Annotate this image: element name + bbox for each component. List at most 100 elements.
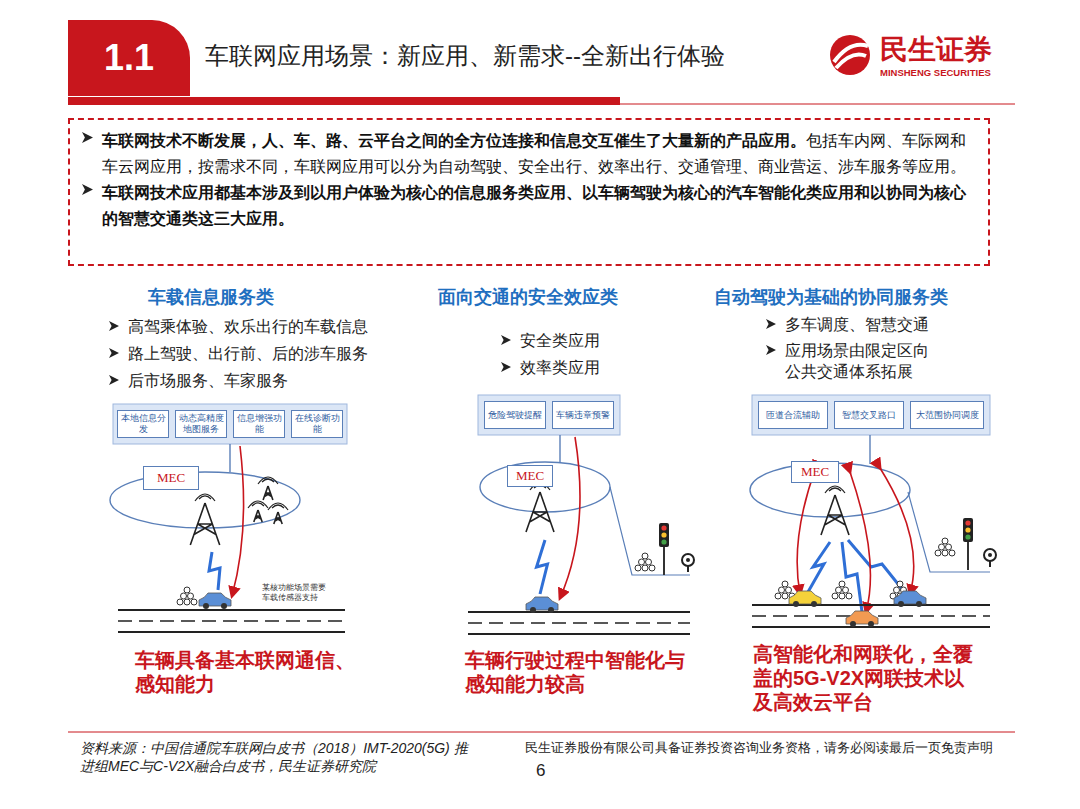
wheel — [916, 601, 922, 607]
wheel — [868, 621, 874, 627]
text-label: 车辆行驶过程中智能化与 感知能力较高 — [465, 648, 697, 696]
section-number: 1.1 — [104, 37, 154, 79]
sensor-node — [646, 559, 652, 565]
label-text: 后市场服务、车家服务 — [128, 372, 288, 389]
sensor-node — [897, 581, 903, 587]
bullet-item: 应用场景由限定区向 公共交通体系拓展 — [785, 341, 945, 383]
service-panel — [113, 404, 347, 444]
box-text: 在线诊断功能 — [294, 413, 340, 435]
tower — [254, 510, 262, 522]
box-text: MEC — [157, 470, 185, 486]
service-panel — [478, 395, 620, 435]
header-bar — [68, 97, 620, 105]
signal-arcs — [248, 501, 268, 508]
wheel — [898, 601, 904, 607]
wireless-link — [537, 540, 548, 594]
sensor-node — [942, 538, 948, 544]
sensor-node — [642, 553, 648, 559]
box-text: 大范围协同调度 — [916, 410, 979, 421]
summary-box: 车联网技术不断发展，人、车、路、云平台之间的全方位连接和信息交互催生了大量新的产… — [68, 118, 990, 266]
label-text: 安全类应用 — [520, 332, 600, 349]
label-text: 车辆具备基本联网通信、 感知能力 — [135, 649, 355, 695]
wheel — [850, 621, 856, 627]
label-text: 民生证券股份有限公司具备证券投资咨询业务资格，请务必阅读最后一页免责声明 — [525, 741, 993, 755]
box-text: 本地信息分发 — [120, 413, 166, 435]
bullet-shape — [82, 184, 93, 195]
sensor-node — [782, 581, 788, 587]
lamp — [965, 520, 970, 525]
bold-text: 车联网技术应用都基本涉及到以用户体验为核心的信息服务类应用、以车辆驾驶为核心的汽… — [102, 184, 966, 227]
label-text: 6 — [536, 761, 545, 780]
text-label: 民生证券 — [880, 32, 1030, 68]
bullet-item: 路上驾驶、出行前、后的涉车服务 — [128, 344, 428, 365]
lane-line — [118, 620, 345, 622]
label-text: 多车调度、智慧交通 — [785, 316, 929, 333]
road-edge — [468, 633, 690, 635]
bullet-arrow — [765, 344, 777, 356]
text-label: 某核功能场景需要 车载传感器支持 — [262, 583, 334, 604]
logo-mark — [830, 35, 870, 75]
sensor-node — [894, 587, 900, 593]
wheel — [548, 607, 554, 613]
service-box: 在线诊断功能 — [291, 410, 343, 438]
service-box: 本地信息分发 — [117, 410, 169, 438]
box-text: 智慧交叉路口 — [842, 410, 896, 421]
panel-link — [869, 435, 870, 464]
label-text: 高智能化和网联化，全覆 盖的5G-V2X网联技术以 及高效云平台 — [753, 643, 973, 713]
traffic-light — [659, 523, 669, 547]
road-edge — [468, 611, 690, 613]
box-text: 车辆违章预警 — [556, 410, 610, 421]
text-label: 资料来源：中国信通院车联网白皮书（2018）IMT-2020(5G) 推进组ME… — [80, 739, 480, 775]
sensor-node — [839, 593, 845, 599]
signal-arrow — [850, 472, 870, 612]
tower — [821, 495, 849, 535]
label-text: MINSHENG SECURITIES — [880, 67, 991, 78]
paragraph: 车联网技术不断发展，人、车、路、云平台之间的全方位连接和信息交互催生了大量新的产… — [102, 128, 974, 180]
sensor-node — [846, 593, 852, 599]
box-text: 匝道合流辅助 — [766, 410, 820, 421]
label-text: 某核功能场景需要 车载传感器支持 — [262, 583, 326, 602]
mec-box: MEC — [507, 465, 553, 487]
header-rule — [620, 104, 1015, 105]
sensor-node — [181, 593, 187, 599]
signal-arcs — [825, 486, 845, 493]
service-box: 危险驾驶提醒 — [484, 401, 546, 429]
bullet-arrow — [81, 183, 94, 196]
camera-post — [989, 561, 991, 567]
text-label: 民生证券股份有限公司具备证券投资咨询业务资格，请务必阅读最后一页免责声明 — [525, 740, 1045, 756]
sensor-node — [184, 587, 190, 593]
label-text: 路上驾驶、出行前、后的涉车服务 — [128, 345, 368, 362]
bullet-arrow — [108, 320, 120, 332]
roadside-link — [610, 487, 690, 575]
lamp — [965, 534, 970, 539]
slide-title: 车联网应用场景：新应用、新需求--全新出行体验 — [205, 40, 725, 71]
service-box: 大范围协同调度 — [910, 401, 984, 429]
sensor-node — [635, 565, 641, 571]
service-box: 信息增强功能 — [233, 410, 285, 438]
camera-lens — [686, 558, 690, 562]
bullet-shape — [766, 345, 776, 355]
service-box: 智慧交叉路口 — [834, 401, 904, 429]
roadside-link — [908, 492, 990, 572]
lamp — [661, 532, 666, 537]
light-post — [967, 540, 969, 570]
box-text: 信息增强功能 — [236, 413, 282, 435]
sensor-node — [939, 544, 945, 550]
signal-arrow — [232, 446, 244, 596]
mec-ring — [110, 472, 300, 528]
bullet-shape — [501, 362, 511, 372]
sensor-node — [642, 565, 648, 571]
label-text: 面向交通的安全效应类 — [438, 287, 618, 307]
camera — [984, 549, 996, 561]
service-box: 匝道合流辅助 — [758, 401, 828, 429]
text-label: 面向交通的安全效应类 — [438, 286, 688, 309]
text-label: MINSHENG SECURITIES — [880, 67, 1030, 79]
bullet-shape — [766, 319, 776, 329]
label-text: 车辆行驶过程中智能化与 感知能力较高 — [465, 649, 685, 695]
box-text: 危险驾驶提醒 — [488, 410, 542, 421]
label-text: 效率类应用 — [520, 359, 600, 376]
bullet-item: 高驾乘体验、欢乐出行的车载信息 — [128, 317, 428, 338]
text-label: 车辆具备基本联网通信、 感知能力 — [135, 648, 367, 696]
sensor-node — [839, 581, 845, 587]
service-box: 车辆违章预警 — [552, 401, 614, 429]
